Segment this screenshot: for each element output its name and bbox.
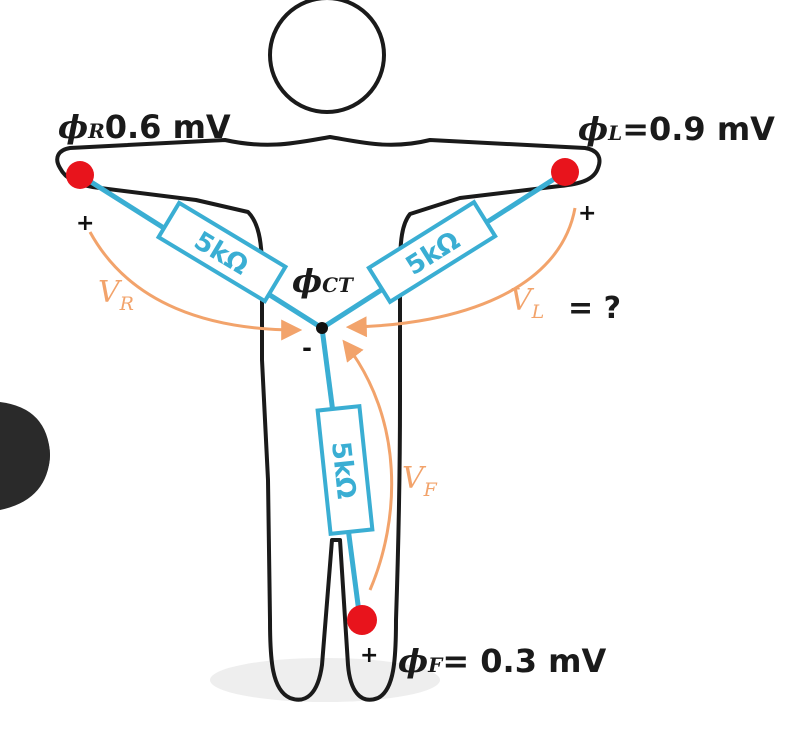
- plus-sign-right: +: [76, 211, 94, 236]
- potential-foot-label: ϕF= 0.3 mV: [398, 642, 606, 680]
- arrow-vf: [342, 339, 394, 591]
- floor-shadow: [210, 658, 440, 702]
- voltage-foot-label: VF: [402, 461, 438, 501]
- central-terminal-dot: [316, 322, 328, 334]
- edge-circle-fragment-round: [0, 402, 50, 510]
- arrow-vr: [88, 231, 303, 341]
- arrow-vl: [345, 207, 577, 338]
- electrode-left-arm: [551, 158, 579, 186]
- voltage-left-question: = ?: [568, 291, 621, 326]
- head-outline: [268, 0, 386, 114]
- electrode-foot: [347, 605, 377, 635]
- resistor-left: 5kΩ: [366, 199, 498, 305]
- resistor-right: 5kΩ: [155, 200, 289, 304]
- potential-center-label: ϕCT: [292, 262, 355, 300]
- potential-right-label: ϕR0.6 mV: [58, 108, 231, 146]
- minus-sign-center: -: [302, 334, 312, 362]
- voltage-left-label: VL: [510, 283, 544, 323]
- plus-sign-foot: +: [360, 643, 378, 668]
- resistor-foot: 5kΩ: [315, 403, 375, 537]
- resistor-foot-label: 5kΩ: [325, 440, 361, 500]
- potential-left-label: ϕL=0.9 mV: [578, 110, 775, 148]
- plus-sign-left: +: [578, 201, 596, 226]
- body-outline: [55, 135, 602, 702]
- voltage-right-label: VR: [98, 275, 134, 315]
- electrode-right-arm: [66, 161, 94, 189]
